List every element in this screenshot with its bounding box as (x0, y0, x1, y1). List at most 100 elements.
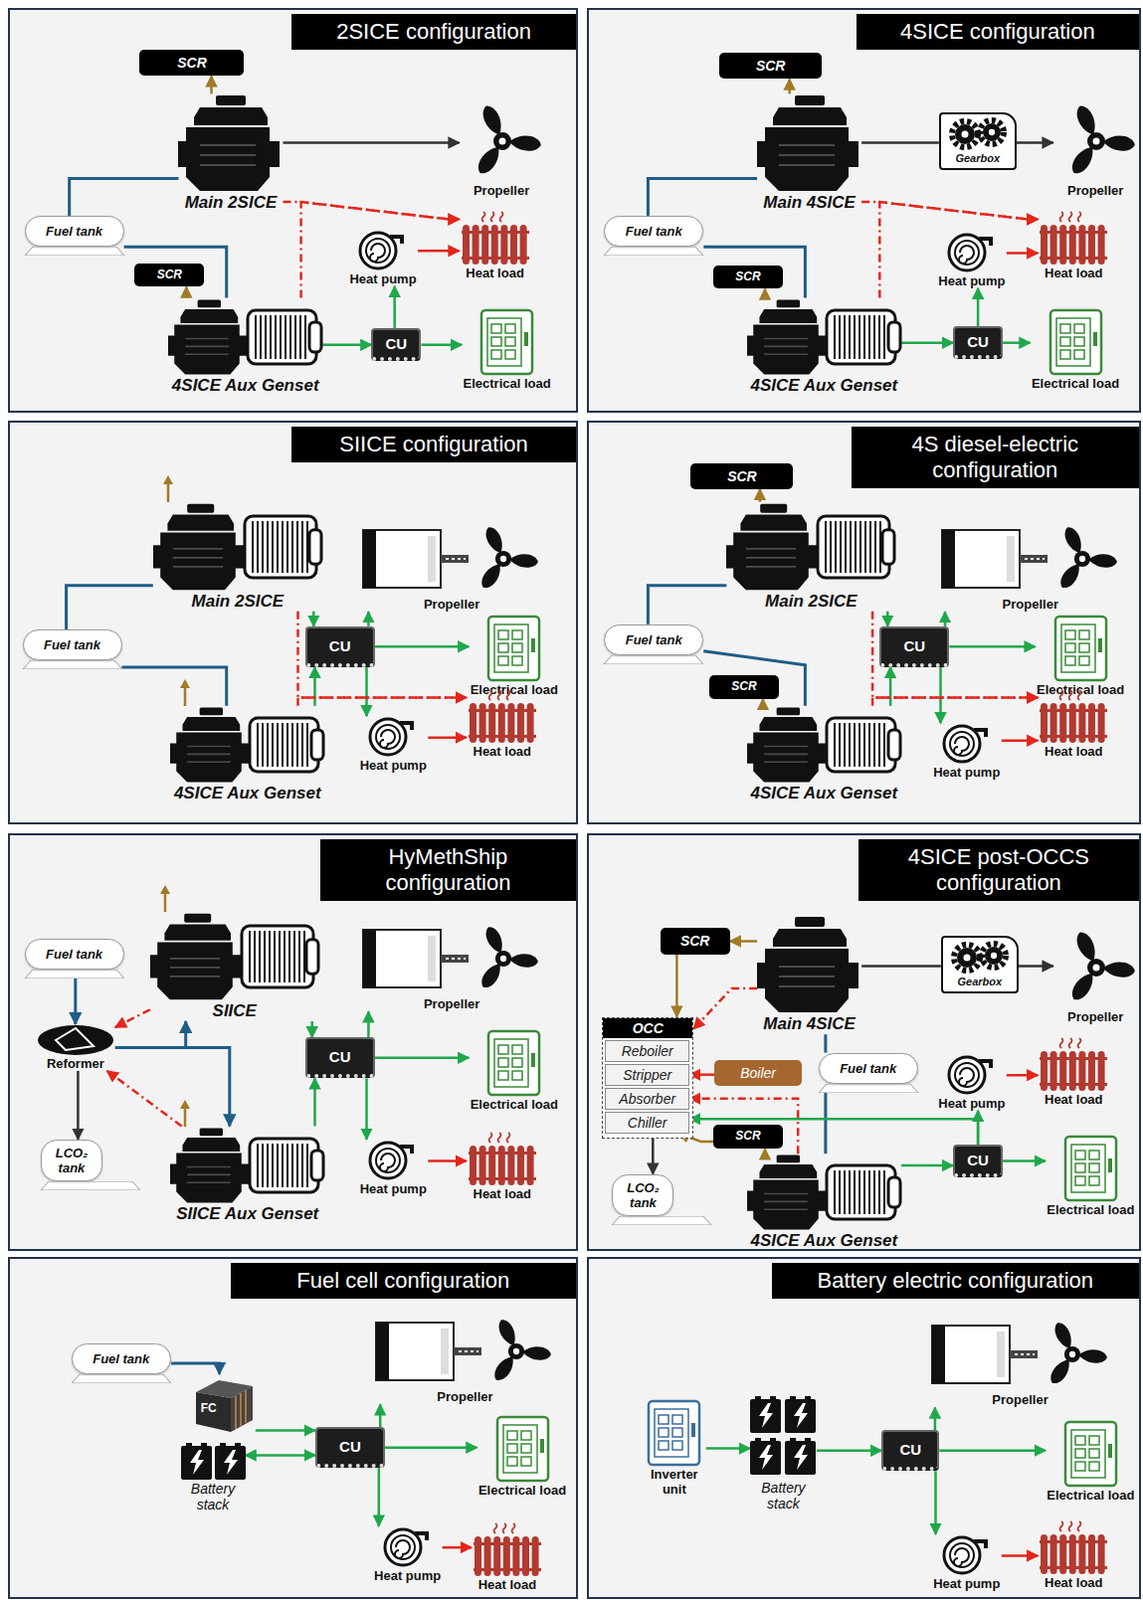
flow-connector (901, 341, 953, 345)
fuel-tank: Fuel tank (603, 215, 704, 256)
flow-connector (73, 978, 77, 1025)
flow-connector (313, 667, 317, 707)
label-text: FC (190, 1374, 256, 1416)
label-text: CU (960, 1151, 995, 1169)
label-text: CU (887, 637, 942, 655)
engine-generator: SIICE (150, 912, 320, 1022)
flow-connector (322, 344, 372, 348)
electrical-load: Electrical load (1045, 1420, 1137, 1504)
genset: 4SICE Aux Genset (747, 706, 902, 804)
label-text: CU (379, 335, 413, 353)
heat-pump: Heat pump (937, 231, 1007, 289)
flow-connector (66, 585, 154, 630)
tank-base (611, 1216, 712, 1226)
tank-base (603, 655, 704, 665)
flow-connector (122, 667, 227, 707)
flow-connector (816, 1449, 882, 1453)
unit-box: SCR (139, 49, 244, 76)
flow-connector (886, 611, 890, 627)
control-unit: CU (952, 1144, 1003, 1178)
control-unit: CU (879, 626, 950, 668)
unit-box: SCR (660, 928, 731, 954)
tank-base (818, 1084, 919, 1094)
occ-stage: Stripper (604, 1064, 690, 1087)
unit-box: SCR (713, 1125, 783, 1149)
heat-pump-symbol (946, 1054, 998, 1097)
flow-connector (392, 286, 396, 330)
heat-pump: Heat pump (932, 1534, 1002, 1592)
label-text: Heat pump (938, 1096, 1005, 1112)
panel-ground (7, 420, 577, 825)
flow-connector (703, 651, 805, 707)
flow-connector (872, 698, 1038, 707)
electrical-load-symbol (495, 1415, 551, 1484)
flow-connector (949, 645, 1035, 649)
label-text: Boiler (718, 1065, 798, 1082)
battery-stack-symbol (181, 1443, 246, 1482)
config-panel: HyMethShip configurationFuel tank SIICE Pr… (7, 833, 577, 1252)
electric-propeller-symbol (375, 1315, 555, 1390)
label-text: Main 4SICE (762, 1014, 856, 1035)
label-text: Electrical load (1046, 1488, 1135, 1504)
label-text: SCR (664, 933, 727, 950)
flow-connector (255, 1429, 316, 1433)
config-panel: Battery electric configurationInverter u… (586, 1257, 1142, 1600)
label-text: OCC (602, 1018, 693, 1039)
label-text: 4SICE Aux Genset (751, 1231, 899, 1252)
flow-connector (647, 585, 727, 625)
label-text: Electrical load (1046, 1202, 1135, 1218)
flow-connector (76, 1071, 80, 1141)
flow-connector (703, 246, 805, 298)
flow-connector (762, 699, 765, 707)
flow-connector (417, 249, 460, 253)
label-text: Heat pump (360, 758, 427, 773)
fuel-tank: Fuel tank (24, 215, 125, 256)
label-text: HyMethShip configuration (320, 839, 575, 902)
heat-load-symbol (1037, 210, 1110, 266)
flow-connector (69, 179, 180, 217)
heat-pump-symbol (381, 1526, 434, 1569)
panel-ground (7, 833, 577, 1252)
flow-connector (861, 141, 940, 145)
electrical-load: Electrical load (461, 308, 553, 391)
label-text: Propeller (423, 996, 480, 1012)
config-panel: 4SICE configurationSCRMain 4SICEGearboxP… (586, 7, 1142, 413)
fuel-tank: Fuel tank (71, 1343, 172, 1384)
tank-base (40, 1181, 141, 1191)
config-panel: 4SICE post-OCCS configurationSCRMain 4SI… (586, 833, 1142, 1252)
propeller-symbol (459, 98, 545, 184)
flow-connector (1002, 1159, 1046, 1163)
tank-base (71, 1374, 172, 1384)
flow-connector (934, 1407, 938, 1431)
flow-connector (301, 201, 460, 298)
flow-connector (367, 1011, 371, 1038)
label-text: 4S diesel-electric configuration (851, 426, 1140, 489)
label-text: Heat pump (374, 1568, 441, 1584)
genset: SIICE Aux Genset (170, 1127, 325, 1225)
flow-connector (879, 201, 1038, 298)
flow-connector (872, 611, 1038, 699)
label-text: SIICE Aux Genset (176, 1204, 319, 1225)
config-panel: 2SICE configurationSCRMain 2SICEPropelle… (7, 7, 577, 413)
fuel-tank: LCO₂ tank (40, 1140, 141, 1191)
electric-propeller-symbol (362, 522, 542, 597)
label-text: Heat pump (933, 764, 1000, 780)
propeller: Propeller (1053, 925, 1139, 1025)
label-text: 4SICE Aux Genset (174, 783, 322, 804)
label-text: Reboiler (605, 1041, 689, 1062)
flow-connector (171, 1363, 220, 1375)
battery-stack: Battery stack (181, 1443, 246, 1514)
heat-pump: Heat pump (348, 229, 418, 287)
electric-propeller-symbol (931, 1318, 1111, 1393)
flow-connector (787, 78, 791, 94)
fuel-tank: Fuel tank (24, 939, 125, 979)
heat-load: Heat load (466, 689, 539, 760)
electrical-load: Electrical load (1035, 614, 1127, 698)
flow-connector (313, 1078, 317, 1127)
label-text: Fuel tank (24, 215, 125, 247)
panel-ground (7, 1257, 577, 1600)
flow-connector (647, 179, 758, 217)
label-text: Propeller (473, 183, 530, 198)
flow-connector (861, 964, 942, 968)
panel-ground (586, 420, 1142, 825)
